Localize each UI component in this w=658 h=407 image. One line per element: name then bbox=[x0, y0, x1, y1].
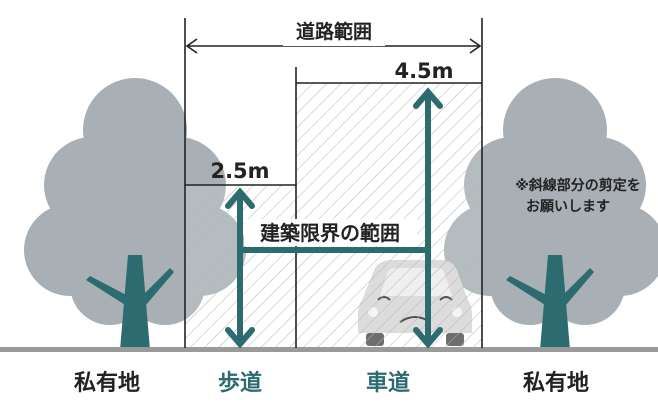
pruning-note-line2: お願いします bbox=[526, 199, 610, 215]
road-range-label: 道路範囲 bbox=[296, 20, 372, 43]
roadway-height-label: 4.5m bbox=[394, 59, 453, 83]
boundary-lines bbox=[184, 18, 483, 348]
private-land-right-label: 私有地 bbox=[523, 370, 589, 396]
clearance-label: 建築限界の範囲 bbox=[260, 221, 400, 245]
pruning-note-line1: ※斜線部分の剪定を bbox=[515, 177, 641, 194]
right-tree bbox=[444, 78, 658, 350]
private-land-left-label: 私有地 bbox=[74, 370, 140, 396]
hatched-roadway-zone bbox=[296, 83, 482, 348]
clearance-arrows bbox=[225, 87, 443, 349]
sidewalk-label: 歩道 bbox=[218, 370, 262, 396]
sidewalk-height-label: 2.5m bbox=[210, 159, 269, 183]
ground-line bbox=[0, 347, 658, 352]
roadway-label: 車道 bbox=[366, 370, 410, 396]
